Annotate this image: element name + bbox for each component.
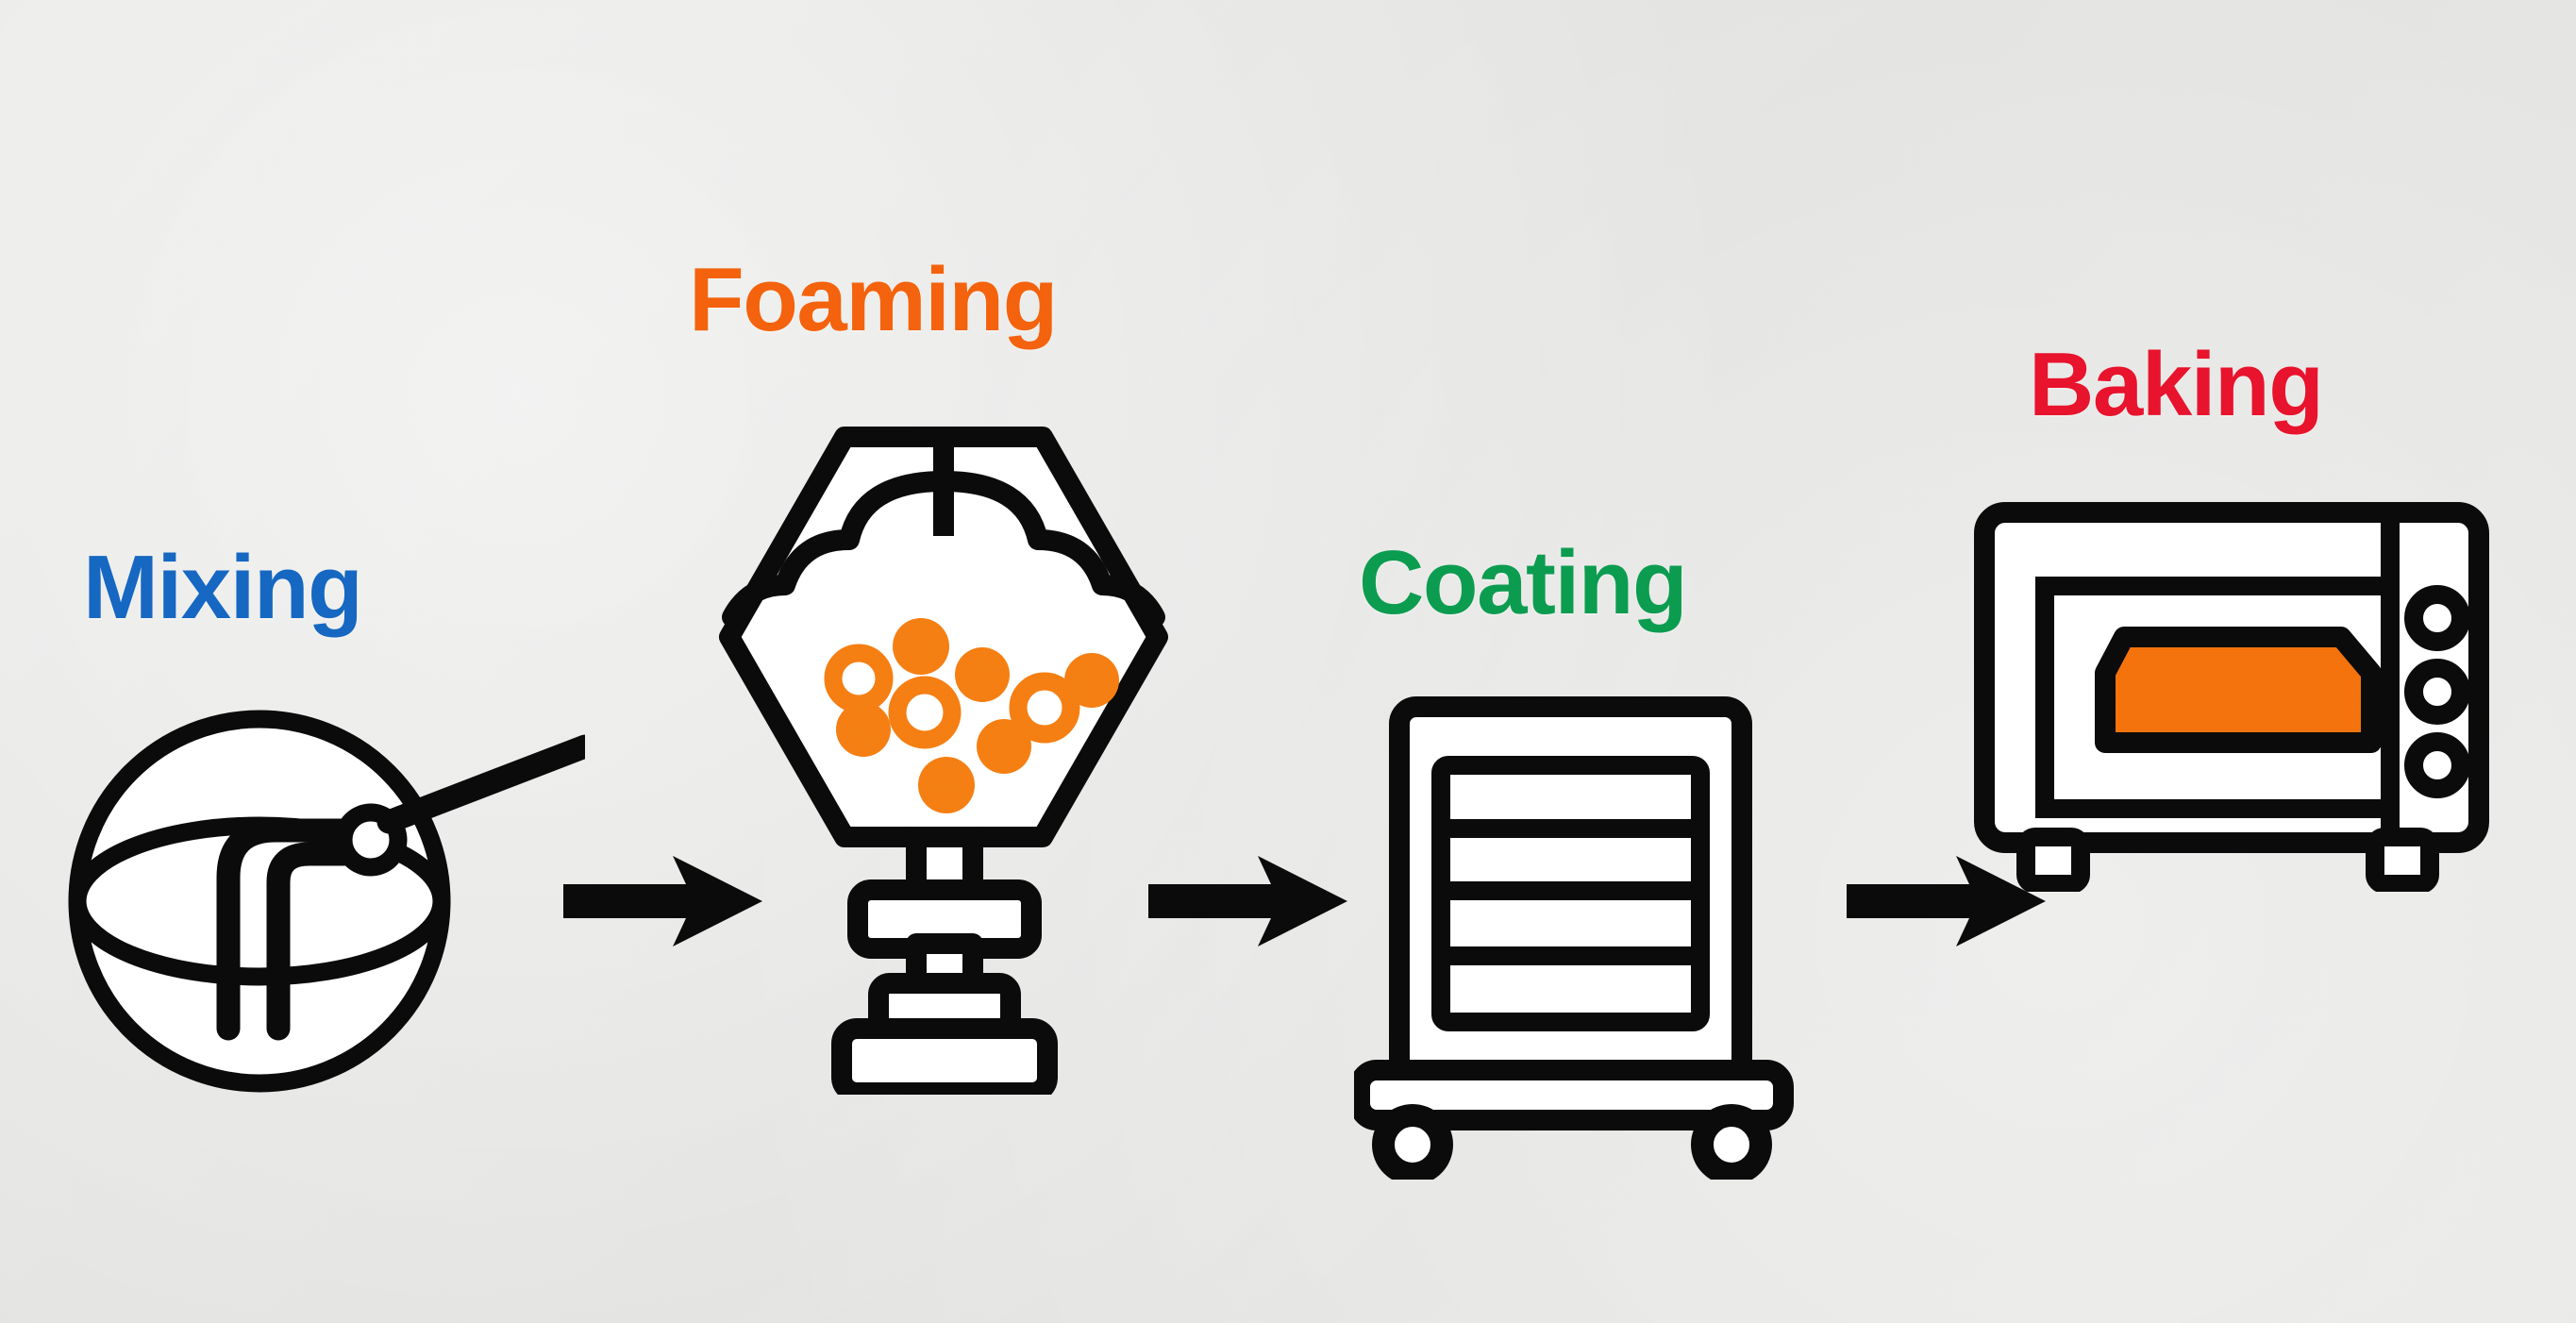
coating-rack-trolley-icon bbox=[1354, 694, 1807, 1180]
oven-leg-left bbox=[2016, 828, 2090, 892]
arrow-foaming-to-coating bbox=[1146, 845, 1349, 958]
knob-3 bbox=[2404, 732, 2470, 798]
knob-1 bbox=[2404, 585, 2470, 651]
foam-bubbles bbox=[836, 618, 1119, 813]
step-label-foaming: Foaming bbox=[689, 249, 1058, 350]
step-label-baking: Baking bbox=[2029, 334, 2324, 435]
oven-knobs bbox=[2404, 585, 2470, 798]
wheel-left bbox=[1372, 1104, 1453, 1180]
wheel-right bbox=[1691, 1104, 1772, 1180]
knob-2 bbox=[2404, 659, 2470, 725]
step-label-coating: Coating bbox=[1359, 532, 1688, 633]
arrow-coating-to-baking bbox=[1845, 845, 2048, 958]
oven-leg-right bbox=[2366, 828, 2439, 892]
arrow-mixing-to-foaming bbox=[561, 845, 764, 958]
step-label-mixing: Mixing bbox=[83, 537, 363, 638]
baking-oven-icon bbox=[1967, 495, 2496, 892]
mixing-bowl-icon bbox=[57, 665, 585, 1156]
foaming-hexagon-icon bbox=[694, 415, 1194, 1095]
